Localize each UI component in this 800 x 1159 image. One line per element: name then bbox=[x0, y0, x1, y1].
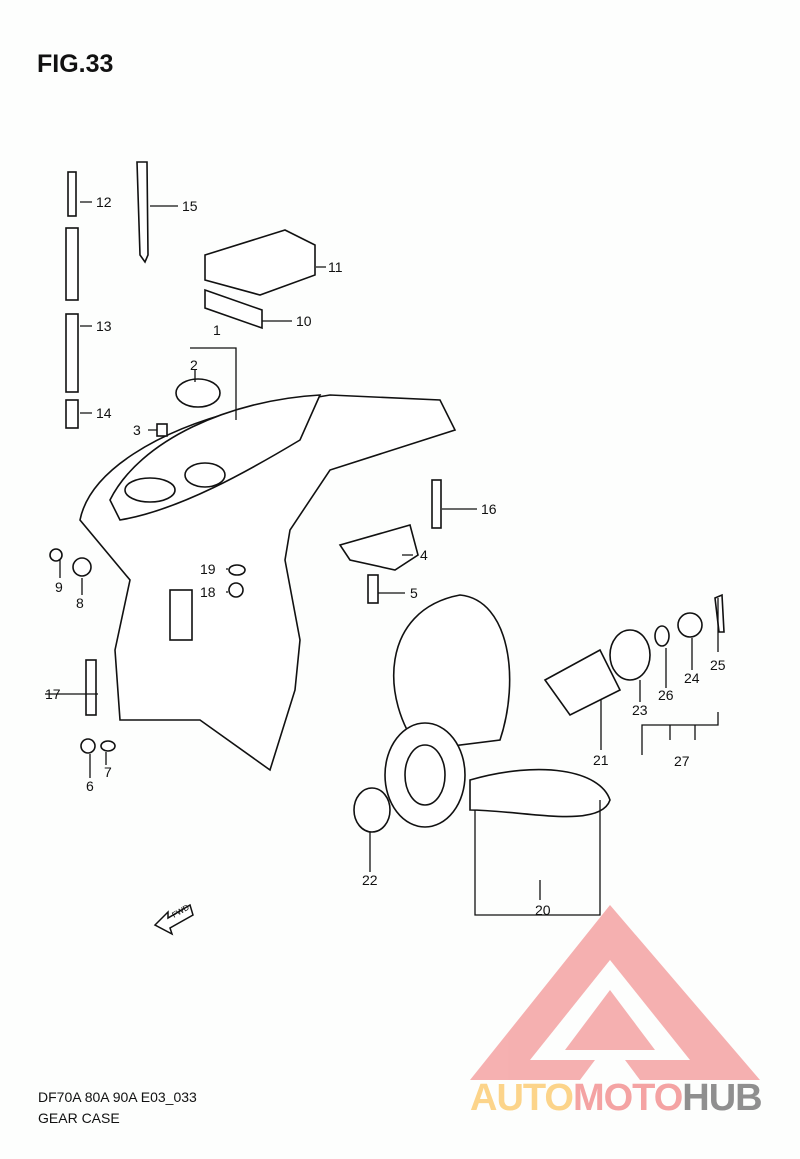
watermark-logo: AUTOMOTOHUB bbox=[470, 1077, 763, 1120]
screw-9 bbox=[49, 548, 63, 562]
callout-16: 16 bbox=[481, 501, 497, 517]
water-tube-upper bbox=[65, 227, 79, 301]
callout-17: 17 bbox=[45, 686, 61, 702]
callout-24: 24 bbox=[684, 670, 700, 686]
callout-6: 6 bbox=[86, 778, 94, 794]
callout-labels: 1 2 3 4 5 6 7 8 9 10 11 12 13 14 15 16 1… bbox=[45, 194, 726, 918]
callout-14: 14 bbox=[96, 405, 112, 421]
water-tube-13 bbox=[65, 313, 79, 393]
nut-8 bbox=[72, 557, 92, 577]
callout-9: 9 bbox=[55, 579, 63, 595]
callout-1: 1 bbox=[213, 322, 221, 338]
propeller-20 bbox=[384, 594, 611, 828]
callout-5: 5 bbox=[410, 585, 418, 601]
footer: DF70A 80A 90A E03_033 GEAR CASE bbox=[38, 1087, 197, 1129]
plate-4 bbox=[338, 524, 419, 571]
callout-23: 23 bbox=[632, 702, 648, 718]
fwd-arrow-icon: FWD bbox=[153, 903, 194, 936]
callout-8: 8 bbox=[76, 595, 84, 611]
screw-6 bbox=[80, 738, 96, 754]
bolt-16 bbox=[431, 479, 442, 529]
cable-tie-15 bbox=[136, 161, 149, 264]
callout-12: 12 bbox=[96, 194, 112, 210]
callout-15: 15 bbox=[182, 198, 198, 214]
logo-part-hub: HUB bbox=[682, 1077, 762, 1119]
fitting-14 bbox=[65, 399, 79, 429]
washer-7 bbox=[100, 740, 116, 752]
bolt-17 bbox=[85, 659, 97, 716]
leader-lines bbox=[45, 201, 719, 916]
plate-11 bbox=[204, 229, 316, 296]
watermark-logo-mark bbox=[470, 905, 760, 1080]
figure-title: FIG.33 bbox=[37, 50, 114, 78]
washer-19 bbox=[228, 564, 246, 576]
callout-22: 22 bbox=[362, 872, 378, 888]
pin-3 bbox=[156, 423, 168, 437]
callout-21: 21 bbox=[593, 752, 609, 768]
spacer-21 bbox=[543, 648, 622, 717]
logo-part-moto: MOTO bbox=[572, 1077, 683, 1119]
bolt-5 bbox=[367, 574, 379, 604]
grommet-12 bbox=[67, 171, 77, 217]
nut-24 bbox=[677, 612, 703, 638]
bearing-2 bbox=[175, 378, 221, 408]
callout-20: 20 bbox=[535, 902, 551, 918]
callout-19: 19 bbox=[200, 561, 216, 577]
callout-2: 2 bbox=[190, 357, 198, 373]
washer-23 bbox=[609, 629, 651, 681]
callout-7: 7 bbox=[104, 764, 112, 780]
nut-18 bbox=[228, 582, 244, 598]
callout-3: 3 bbox=[133, 422, 141, 438]
logo-part-auto: AUTO bbox=[470, 1077, 574, 1119]
callout-11: 11 bbox=[328, 259, 343, 275]
gear-case bbox=[79, 394, 457, 772]
callout-13: 13 bbox=[96, 318, 112, 334]
callout-10: 10 bbox=[296, 313, 312, 329]
washer-22 bbox=[353, 787, 391, 833]
callout-25: 25 bbox=[710, 657, 726, 673]
cotter-pin-25 bbox=[714, 593, 725, 633]
callout-18: 18 bbox=[200, 584, 216, 600]
callout-27: 27 bbox=[674, 753, 690, 769]
callout-26: 26 bbox=[658, 687, 674, 703]
diagram-name: GEAR CASE bbox=[38, 1110, 120, 1126]
model-code: DF70A 80A 90A E03_033 bbox=[38, 1089, 197, 1105]
seal-10 bbox=[204, 288, 263, 330]
callout-4: 4 bbox=[420, 547, 428, 563]
washer-26 bbox=[654, 625, 670, 647]
